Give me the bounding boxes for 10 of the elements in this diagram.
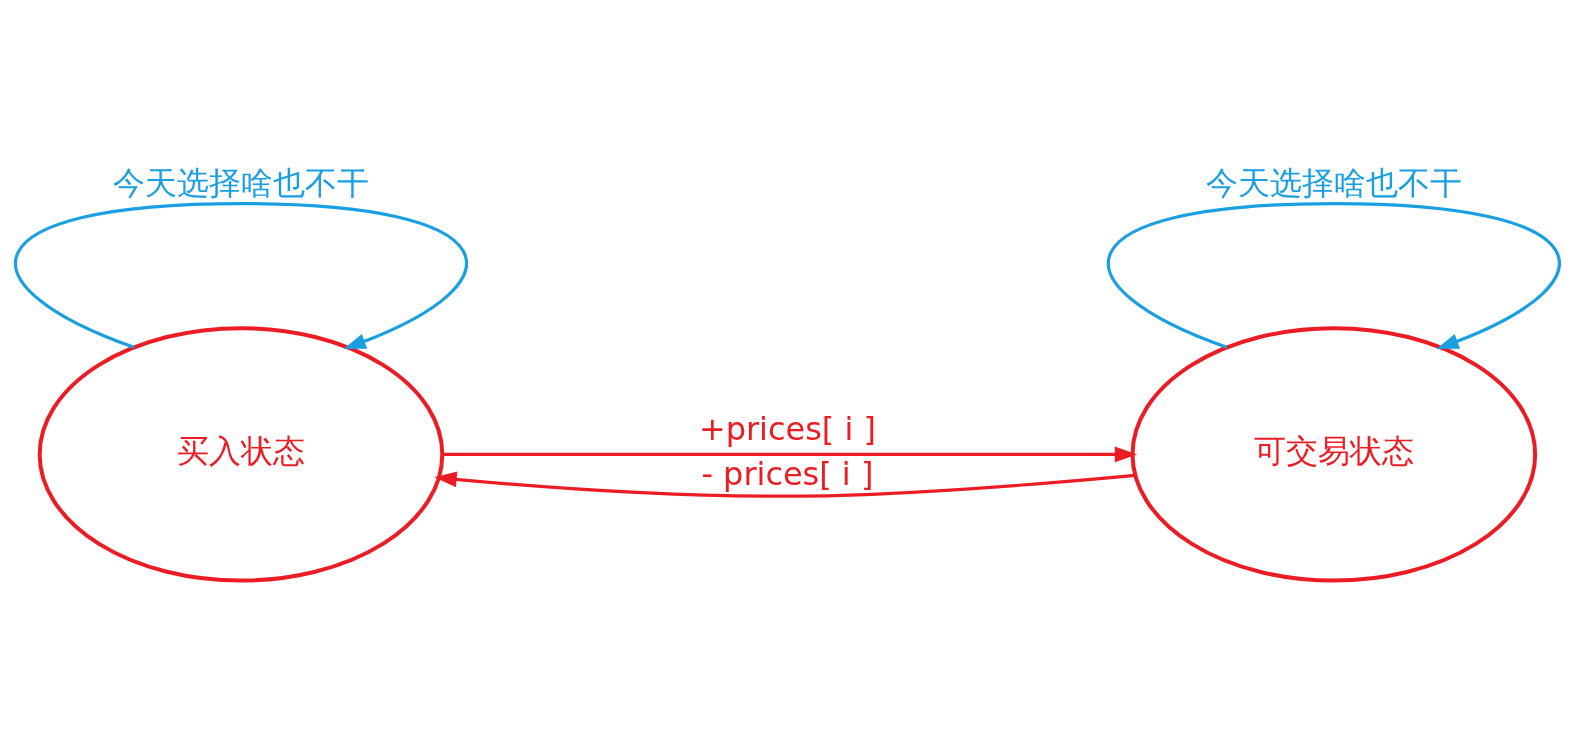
arrow [442,446,1138,462]
edge-label: +prices[ i ] [698,409,876,448]
edge-label: - prices[ i ] [701,454,874,493]
arrow [434,471,1136,498]
edge-label: 今天选择啥也不干 [1205,163,1462,202]
edge-label: 今天选择啥也不干 [112,163,369,202]
node-ellipse: 买入状态 [37,325,445,583]
node-ellipse: 可交易状态 [1130,325,1538,583]
arrow [14,201,468,349]
arrow [1107,201,1560,349]
